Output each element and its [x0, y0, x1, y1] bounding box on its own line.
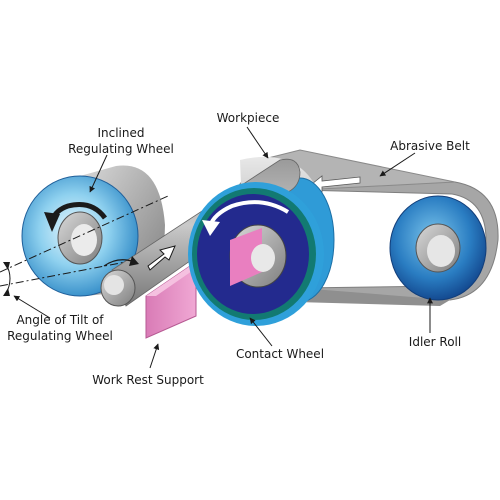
label-inclined-line1: Inclined — [97, 126, 144, 140]
label-contact-wheel: Contact Wheel — [236, 347, 324, 361]
axis-lines — [0, 195, 226, 296]
workpiece-feed-arrow — [147, 245, 176, 271]
idler-roll — [389, 195, 487, 301]
contact-rotation-arrow — [202, 200, 290, 236]
label-inclined-line2: Regulating Wheel — [68, 142, 174, 156]
label-workpiece: Workpiece — [217, 111, 280, 125]
label-abrasive-belt: Abrasive Belt — [390, 139, 470, 153]
label-angle-line1: Angle of Tilt of — [16, 313, 104, 327]
leader-lines — [13, 126, 433, 369]
regulating-rotation-arrow — [44, 202, 108, 232]
contact-wheel — [188, 182, 324, 326]
workpiece-rotation-arrow — [103, 256, 139, 267]
label-idler-roll: Idler Roll — [409, 335, 461, 349]
label-work-rest-support: Work Rest Support — [92, 373, 204, 387]
label-angle-line2: Regulating Wheel — [7, 329, 113, 343]
labels: Inclined Regulating Wheel Workpiece Abra… — [7, 111, 470, 387]
